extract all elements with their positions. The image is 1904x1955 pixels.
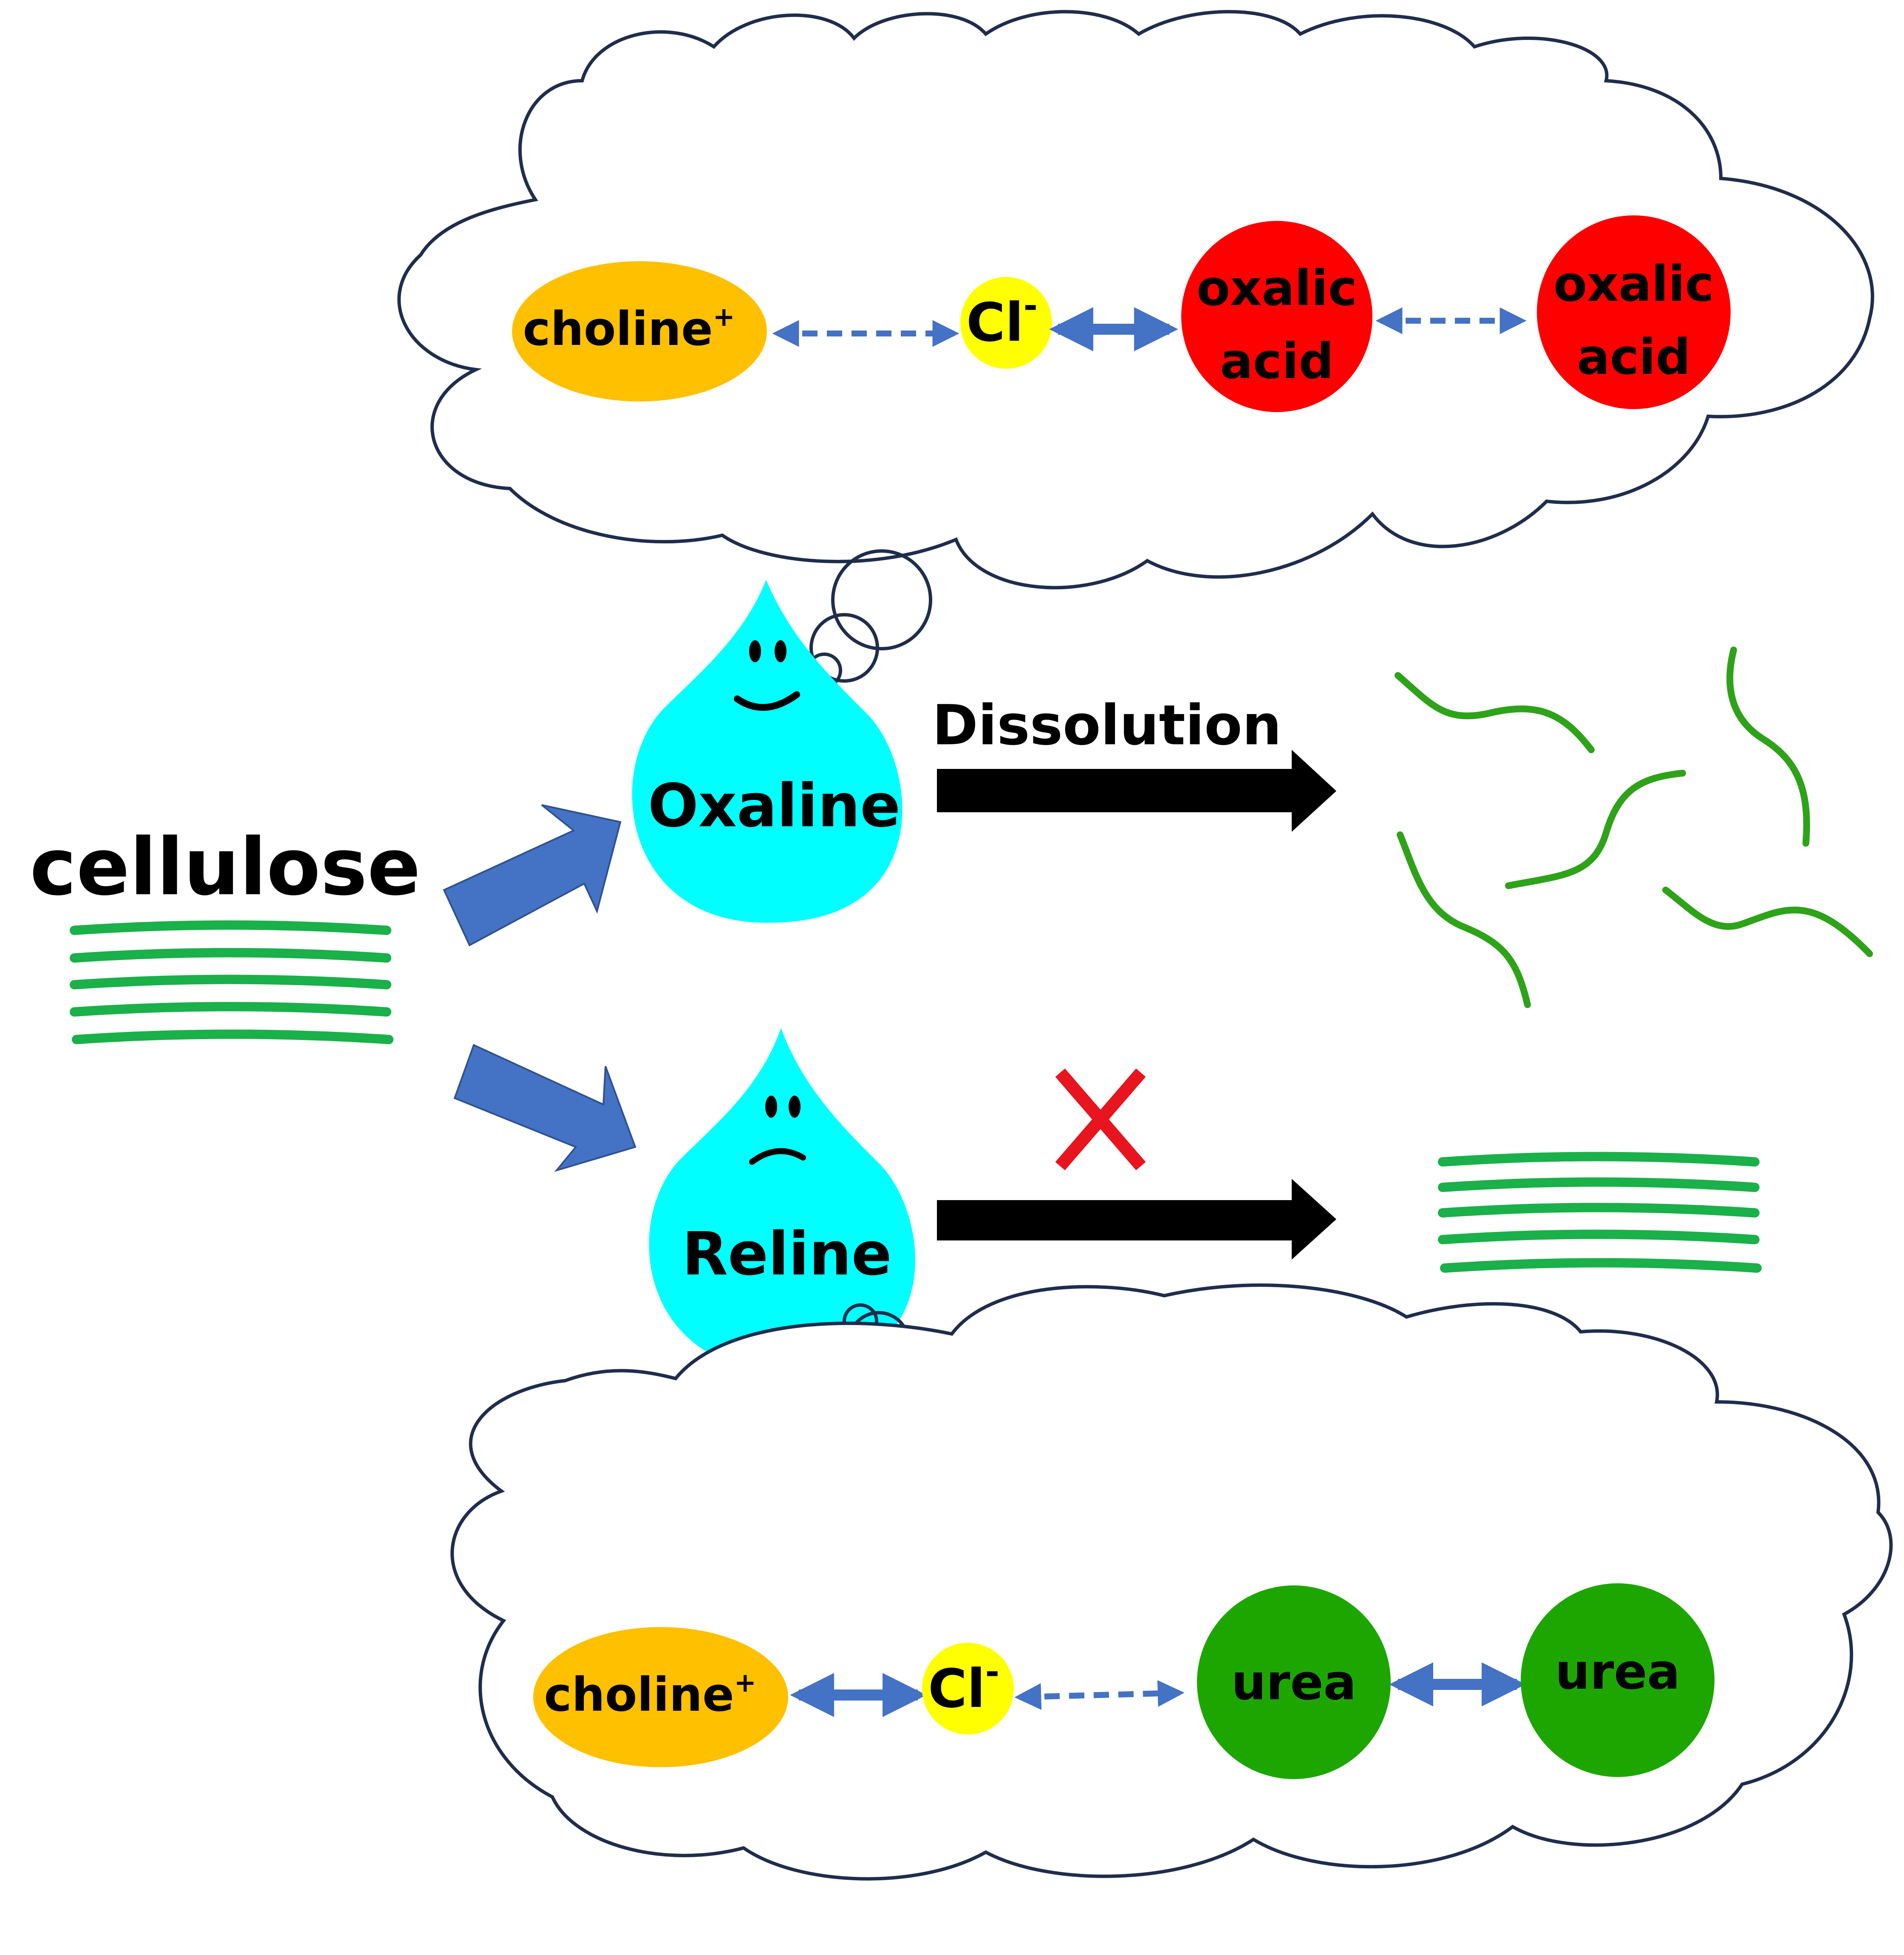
bottom-urea-1-circle (1197, 1585, 1391, 1779)
bottom-choline-ellipse (533, 1627, 788, 1767)
bottom-choline-label: choline+ (544, 1667, 756, 1722)
bottom-cloud-shape (450, 1283, 1893, 1881)
top-thought-bubble-large (831, 549, 932, 650)
bottom-urea-2-label: urea (1555, 1644, 1680, 1701)
bottom-urea-2-circle (1521, 1583, 1714, 1777)
top-choline-ellipse (512, 261, 767, 401)
dissolution-arrow (937, 750, 1336, 832)
smiley-face-icon (734, 640, 800, 711)
reline-drop (649, 1028, 915, 1372)
bottom-chloride-circle (922, 1643, 1014, 1735)
no-dissolution-arrow (937, 1179, 1336, 1260)
top-choline-label: choline+ (523, 301, 735, 356)
top-oxalic-acid-1-line2: acid (1220, 333, 1334, 390)
bottom-dashed-arrow-cl-urea (1014, 1680, 1185, 1710)
top-thought-cloud (397, 10, 1874, 590)
bottom-urea-1-label: urea (1231, 1654, 1356, 1711)
cellulose-bundle-left (70, 920, 393, 1044)
up-right-block-arrow (443, 804, 622, 946)
down-right-block-arrow (453, 1044, 637, 1172)
top-chloride-label: Cl- (966, 286, 1038, 353)
top-oxalic-acid-2-circle (1537, 215, 1731, 409)
cellulose-label: cellulose (30, 821, 421, 913)
dissolution-label: Dissolution (932, 693, 1282, 757)
oxaline-label: Oxaline (648, 771, 900, 841)
bottom-thought-cloud (450, 1283, 1893, 1881)
bottom-chloride-label: Cl- (928, 1652, 999, 1720)
top-oxalic-acid-2-line1: oxalic (1553, 256, 1714, 313)
cross-mark-icon (1055, 1068, 1146, 1170)
sad-face-icon (749, 1096, 806, 1165)
top-chloride-circle (960, 277, 1052, 369)
cellulose-bundle-right (1438, 1152, 1762, 1273)
top-cloud-shape (397, 10, 1874, 590)
dissolved-cellulose-fibers (1395, 647, 1873, 1008)
top-oxalic-acid-2-line2: acid (1577, 329, 1691, 386)
oxaline-drop (632, 580, 902, 923)
reline-label: Reline (682, 1220, 891, 1289)
top-oxalic-acid-1-circle (1181, 221, 1372, 412)
top-oxalic-acid-1-line1: oxalic (1197, 260, 1357, 317)
top-thought-bubble-medium (809, 613, 879, 683)
